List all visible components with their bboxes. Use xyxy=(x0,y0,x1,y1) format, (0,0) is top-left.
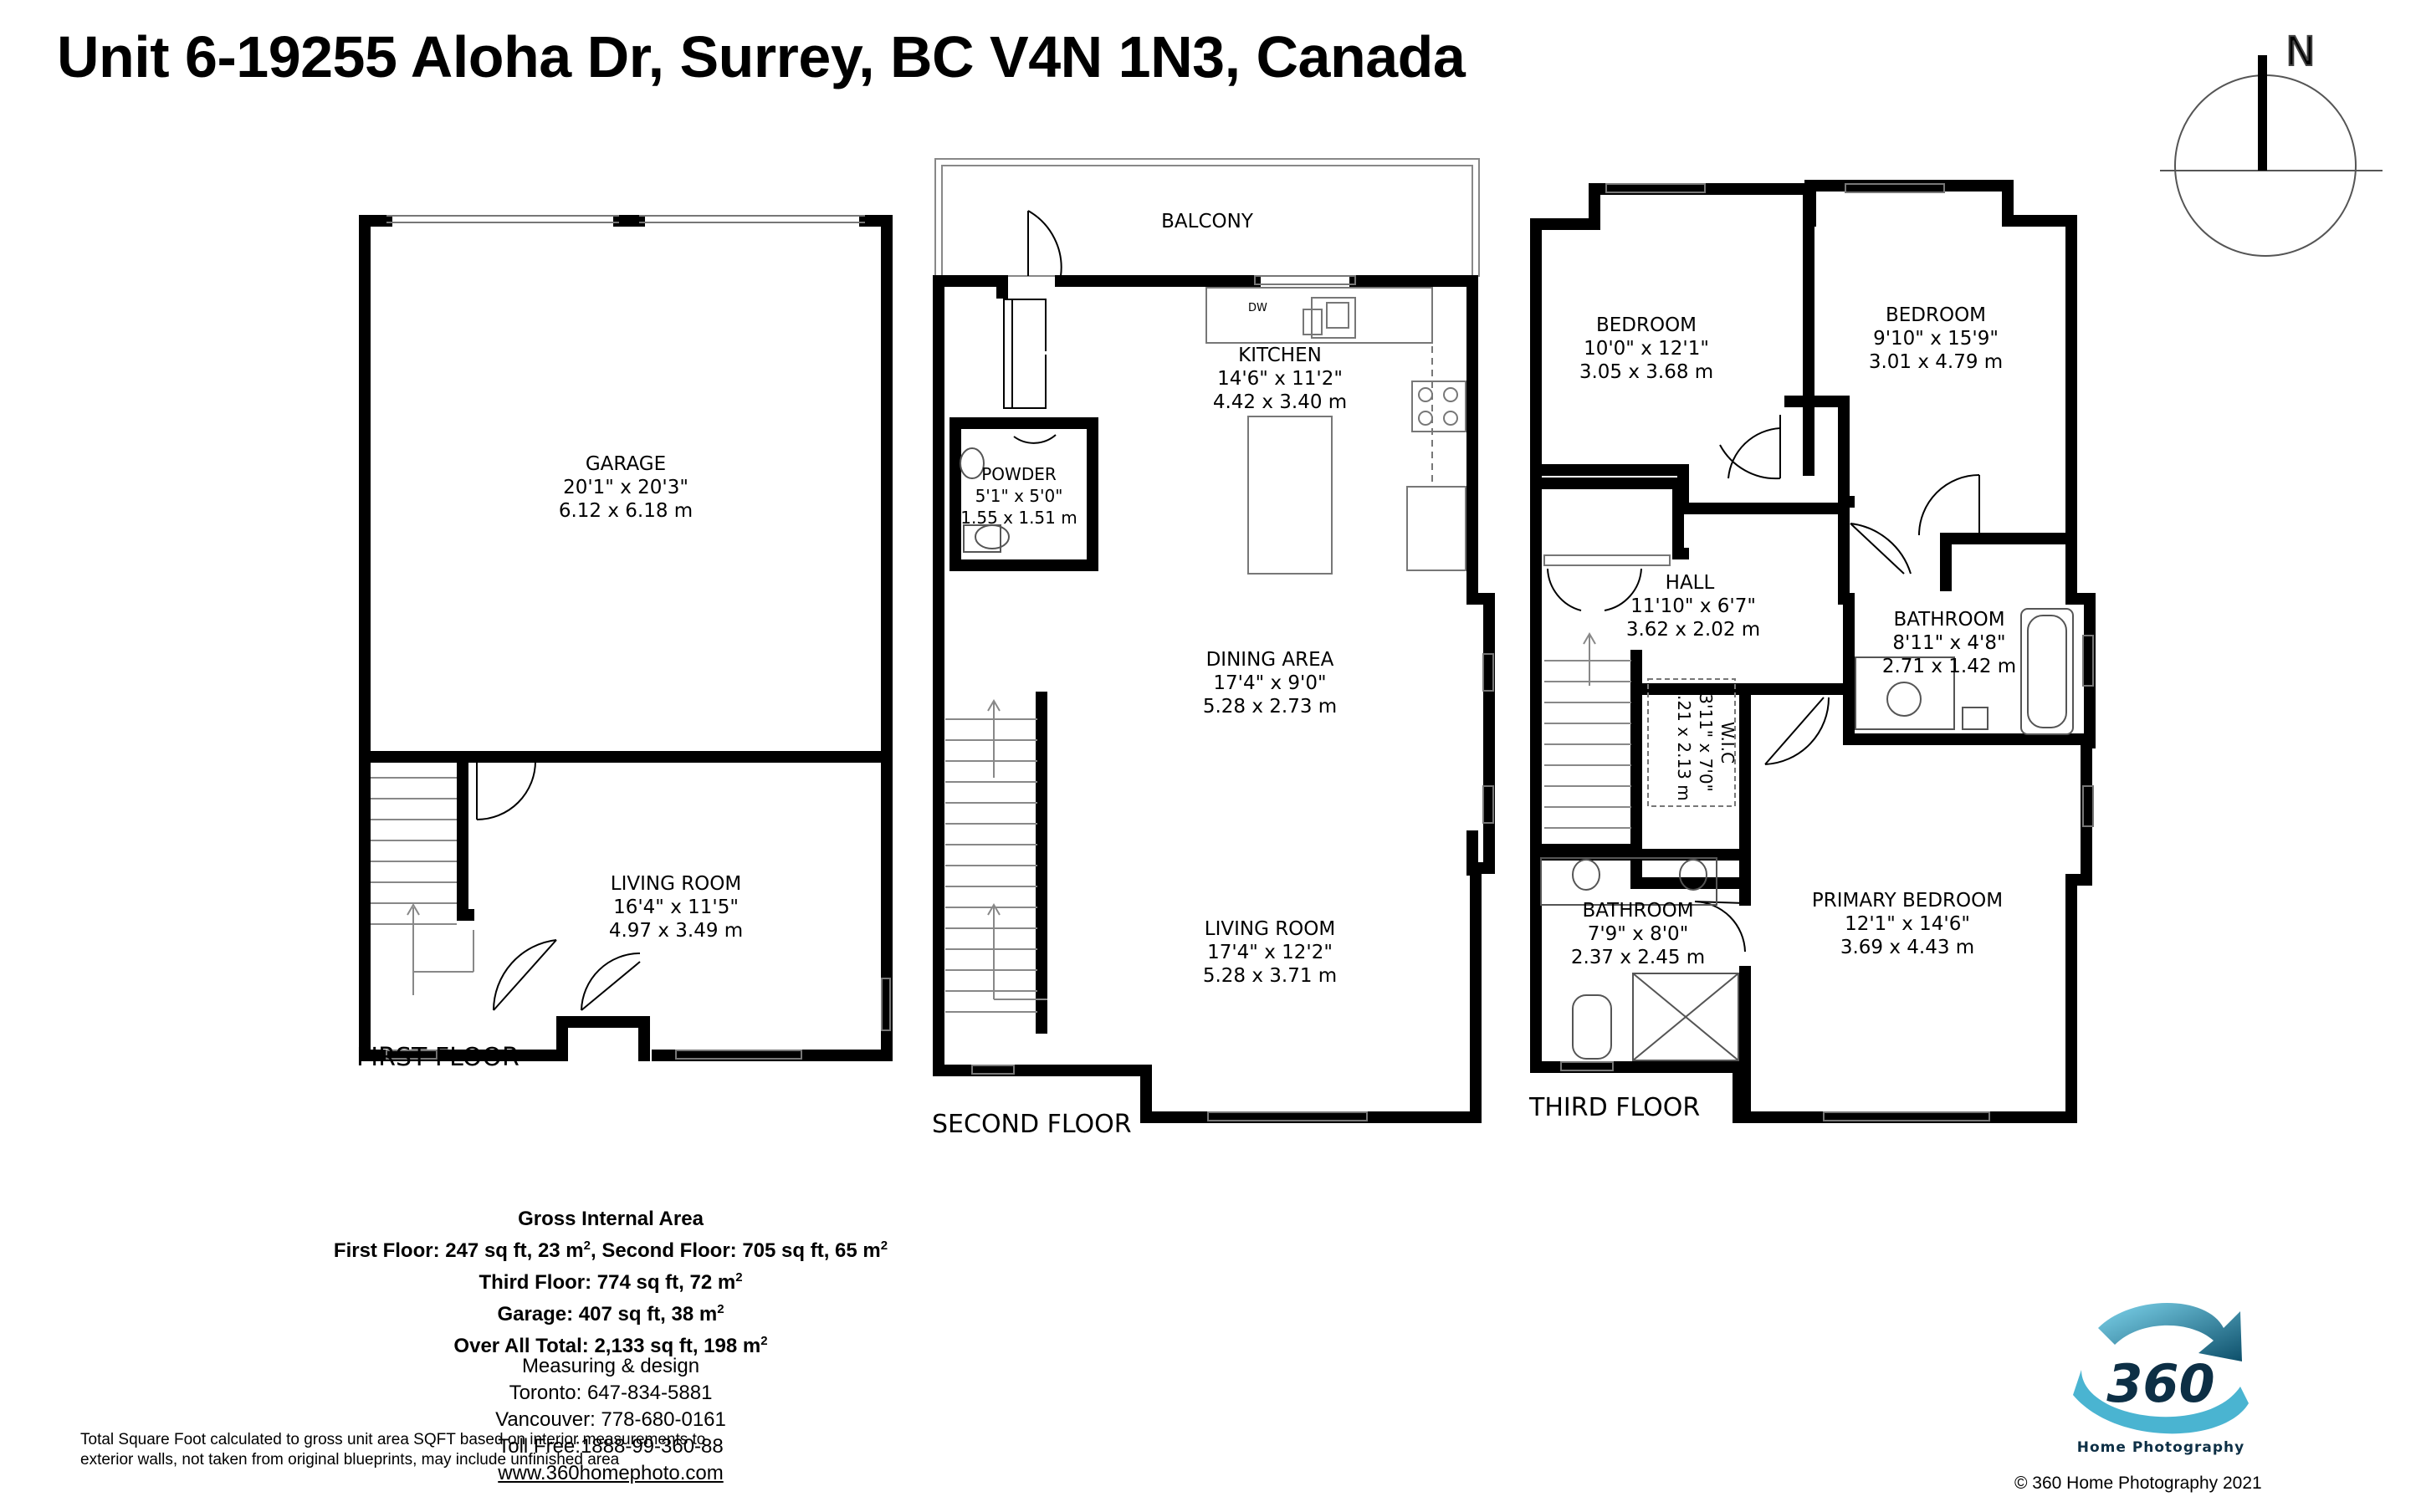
room-size-primary: 12'1" x 14'6" xyxy=(1845,913,1970,935)
room-name-garage: GARAGE xyxy=(586,453,666,475)
kitchen-counters xyxy=(1205,287,1466,575)
room-name-bedroom-2: BEDROOM xyxy=(1886,304,1986,326)
third-floor-closets xyxy=(1543,554,1736,807)
room-size-wic: 3'11" x 7'0" xyxy=(1696,693,1716,792)
room-name-bathroom-2: BATHROOM xyxy=(1582,900,1693,922)
room-size-kitchen: 14'6" x 11'2" xyxy=(1217,368,1343,390)
gross-area-total: Over All Total: 2,133 sq ft, 198 m xyxy=(453,1335,761,1357)
room-name-dining: DINING AREA xyxy=(1206,649,1334,671)
gross-area-second: , Second Floor: 705 sq ft, 65 m xyxy=(590,1239,881,1262)
garage-door xyxy=(386,215,865,223)
second-floor-doors xyxy=(1003,210,1062,444)
superscript: 2 xyxy=(880,1239,888,1253)
first-floor-doors xyxy=(476,760,641,1011)
first-floor-windows xyxy=(386,978,891,1060)
second-floor-windows xyxy=(971,275,1494,1121)
room-metric-kitchen: 4.42 x 3.40 m xyxy=(1213,391,1347,413)
gross-area-heading: Gross Internal Area xyxy=(518,1208,704,1230)
website-link[interactable]: www.360homephoto.com xyxy=(498,1462,724,1484)
room-name-wic: W.I.C xyxy=(1717,722,1738,764)
room-size-bathroom-2: 7'9" x 8'0" xyxy=(1588,923,1689,945)
logo-mark: 360 xyxy=(2106,1353,2214,1414)
gross-area-summary: Gross Internal Area First Floor: 247 sq … xyxy=(0,1206,1221,1360)
room-size-garage: 20'1" x 20'3" xyxy=(563,477,688,498)
floor-label-second: SECOND FLOOR xyxy=(932,1110,1132,1139)
room-name-living-second: LIVING ROOM xyxy=(1205,918,1336,940)
room-metric-primary: 3.69 x 4.43 m xyxy=(1840,937,1974,958)
third-floor-doors xyxy=(1547,415,1980,953)
first-floor-walls xyxy=(359,215,893,1061)
gross-area-garage: Garage: 407 sq ft, 38 m xyxy=(497,1303,718,1326)
disclaimer: Total Square Foot calculated to gross un… xyxy=(80,1431,706,1469)
compass: N xyxy=(2160,28,2383,257)
room-name-bedroom-1: BEDROOM xyxy=(1596,314,1697,336)
superscript: 2 xyxy=(735,1270,743,1285)
contact-heading: Measuring & design xyxy=(521,1355,700,1377)
room-metric-bathroom-2: 2.37 x 2.45 m xyxy=(1571,947,1705,968)
dishwasher-label: DW xyxy=(1248,302,1267,314)
gross-area-line-1: First Floor: 247 sq ft, 23 m2, Second Fl… xyxy=(0,1233,1221,1264)
room-size-powder: 5'1" x 5'0" xyxy=(975,486,1063,506)
contact-toronto: Toronto: 647-834-5881 xyxy=(509,1382,713,1404)
second-floor-stairs xyxy=(945,699,1047,1013)
gross-area-first: First Floor: 247 sq ft, 23 m xyxy=(333,1239,584,1262)
room-name-living-first: LIVING ROOM xyxy=(611,873,742,895)
logo-text: Home Photography xyxy=(2077,1439,2245,1456)
gross-area-line-3: Garage: 407 sq ft, 38 m2 xyxy=(0,1296,1221,1328)
room-name-kitchen: KITCHEN xyxy=(1238,345,1322,366)
wic-label-group: W.I.C 3'11" x 7'0" 1.21 x 2.13 m xyxy=(1674,684,1738,800)
floor-label-third: THIRD FLOOR xyxy=(1528,1093,1700,1122)
first-floor-stairs xyxy=(371,777,474,995)
third-floor-windows xyxy=(1560,183,2094,1121)
room-metric-bedroom-1: 3.05 x 3.68 m xyxy=(1579,361,1713,383)
gross-area-line-4: Over All Total: 2,133 sq ft, 198 m2 xyxy=(0,1328,1221,1360)
compass-needle xyxy=(2258,55,2267,171)
second-floor-plan: BALCONY xyxy=(932,158,1495,1139)
room-name-bathroom-1: BATHROOM xyxy=(1893,609,2004,631)
room-metric-wic: 1.21 x 2.13 m xyxy=(1674,684,1694,800)
room-metric-garage: 6.12 x 6.18 m xyxy=(559,500,693,522)
gross-area-third: Third Floor: 774 sq ft, 72 m xyxy=(479,1271,736,1294)
superscript: 2 xyxy=(760,1334,768,1348)
page-title: Unit 6-19255 Aloha Dr, Surrey, BC V4N 1N… xyxy=(57,24,1466,89)
room-metric-living-first: 4.97 x 3.49 m xyxy=(609,920,743,942)
room-size-hall: 11'10" x 6'7" xyxy=(1630,595,1756,617)
bathroom-fixtures xyxy=(1540,608,2074,1061)
room-size-bedroom-1: 10'0" x 12'1" xyxy=(1584,338,1709,360)
powder-fixtures xyxy=(960,447,1010,553)
third-floor-plan: BEDROOM 10'0" x 12'1" 3.05 x 3.68 m BEDR… xyxy=(1528,180,2096,1123)
compass-label: N xyxy=(2285,28,2316,75)
logo-swirl xyxy=(2098,1303,2242,1361)
third-floor-stairs xyxy=(1544,632,1631,829)
contact-vancouver: Vancouver: 778-680-0161 xyxy=(495,1408,726,1431)
superscript: 2 xyxy=(583,1239,591,1253)
room-size-living-first: 16'4" x 11'5" xyxy=(613,896,739,918)
contact-block: Measuring & design Toronto: 647-834-5881… xyxy=(0,1353,1221,1487)
room-size-dining: 17'4" x 9'0" xyxy=(1213,672,1326,694)
room-metric-bathroom-1: 2.71 x 1.42 m xyxy=(1882,656,2016,677)
room-metric-dining: 5.28 x 2.73 m xyxy=(1203,696,1337,718)
room-metric-bedroom-2: 3.01 x 4.79 m xyxy=(1869,351,2003,373)
first-floor-plan: GARAGE 20'1" x 20'3" 6.12 x 6.18 m LIVIN… xyxy=(356,215,893,1072)
gross-area-line-2: Third Floor: 774 sq ft, 72 m2 xyxy=(0,1264,1221,1296)
room-name-hall: HALL xyxy=(1666,572,1715,594)
room-size-living-second: 17'4" x 12'2" xyxy=(1207,942,1333,963)
room-name-balcony: BALCONY xyxy=(1161,211,1254,232)
room-size-bedroom-2: 9'10" x 15'9" xyxy=(1873,328,1999,350)
superscript: 2 xyxy=(717,1302,724,1316)
room-size-bathroom-1: 8'11" x 4'8" xyxy=(1892,632,2005,654)
room-metric-powder: 1.55 x 1.51 m xyxy=(960,508,1077,528)
contact-tollfree: Toll Free:1888-99-360-88 xyxy=(498,1435,724,1458)
logo-swirl-lower xyxy=(2073,1370,2249,1434)
third-floor-walls xyxy=(1530,180,2096,1123)
room-metric-hall: 3.62 x 2.02 m xyxy=(1626,619,1760,641)
room-name-powder: POWDER xyxy=(981,464,1057,484)
company-logo: 360 Home Photography xyxy=(2073,1303,2249,1456)
second-floor-walls xyxy=(933,275,1495,1123)
room-name-primary: PRIMARY BEDROOM xyxy=(1812,890,2003,912)
copyright: © 360 Home Photography 2021 xyxy=(2014,1474,2262,1493)
room-metric-living-second: 5.28 x 3.71 m xyxy=(1203,965,1337,987)
floor-label-first: FIRST FLOOR xyxy=(356,1043,520,1072)
